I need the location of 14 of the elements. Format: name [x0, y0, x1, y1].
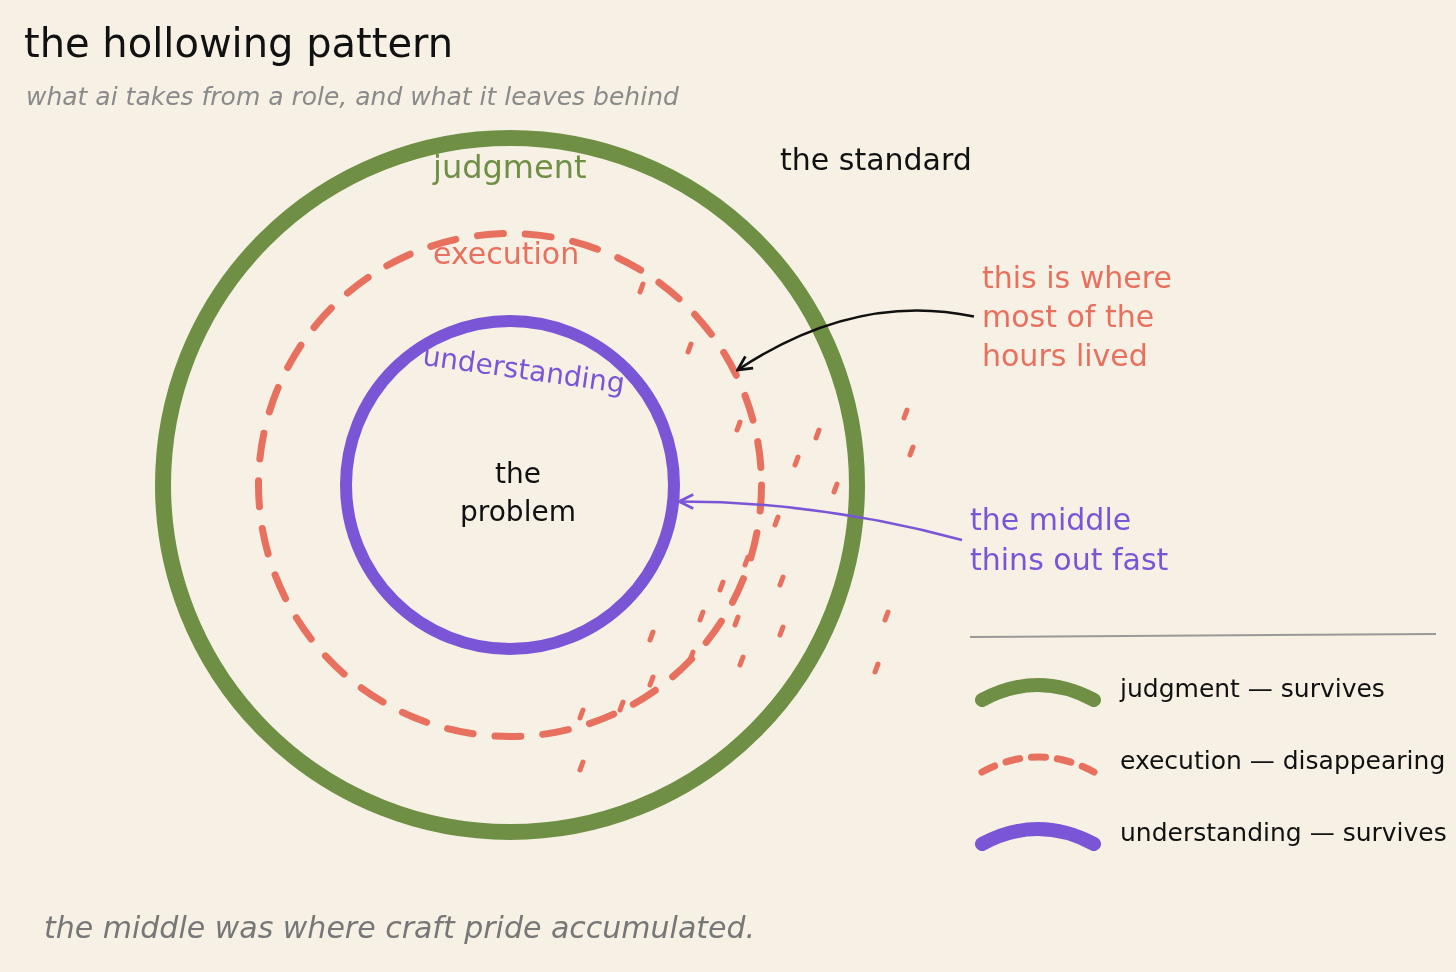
arrow — [677, 493, 963, 542]
annotation-text: this is where most of the hours lived — [982, 258, 1202, 375]
legend-text: judgment — survives — [1120, 674, 1385, 703]
legend-text: understanding — survives — [1120, 818, 1447, 847]
caption: the middle was where craft pride accumulated. — [44, 910, 756, 945]
center-text: the problem — [459, 456, 577, 530]
subtitle: what ai takes from a role, and what it leaves behind — [26, 82, 679, 111]
arrow — [736, 309, 975, 372]
ring-label: execution — [433, 236, 580, 271]
ring-label: judgment — [433, 148, 587, 186]
annotation-text: the middle thins out fast — [970, 500, 1200, 580]
legend-text: execution — disappearing — [1120, 746, 1446, 775]
title: the hollowing pattern — [24, 20, 454, 66]
ring-caption: the standard — [780, 142, 972, 177]
